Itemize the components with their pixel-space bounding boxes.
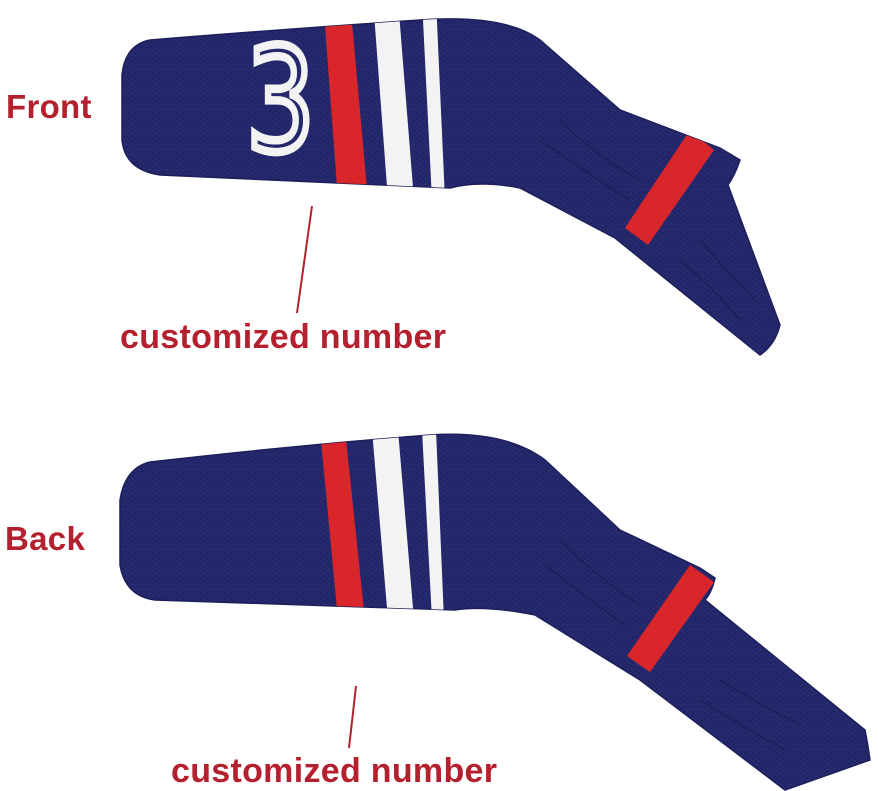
back-white-stripe-wide <box>372 434 414 620</box>
front-side-label: Front <box>6 88 92 125</box>
front-white-stripe-narrow <box>422 18 445 200</box>
front-customized-number-label: customized number <box>120 318 447 356</box>
front-white-stripe-wide <box>373 18 414 200</box>
back-customized-number-label: customized number <box>171 752 498 790</box>
front-number-3: 3 <box>246 18 315 184</box>
front-headcover: 3 <box>121 15 781 356</box>
back-tube-red-stripe <box>627 565 714 672</box>
back-cover-body <box>119 433 871 791</box>
back-headcover <box>119 433 871 791</box>
back-callout-line <box>348 685 357 749</box>
front-callout-line <box>296 205 313 314</box>
back-side-label: Back <box>5 520 86 557</box>
front-red-stripe <box>323 18 368 200</box>
back-red-stripe <box>320 434 365 620</box>
back-white-stripe-narrow <box>422 434 444 620</box>
front-tube-red-stripe <box>625 130 714 245</box>
